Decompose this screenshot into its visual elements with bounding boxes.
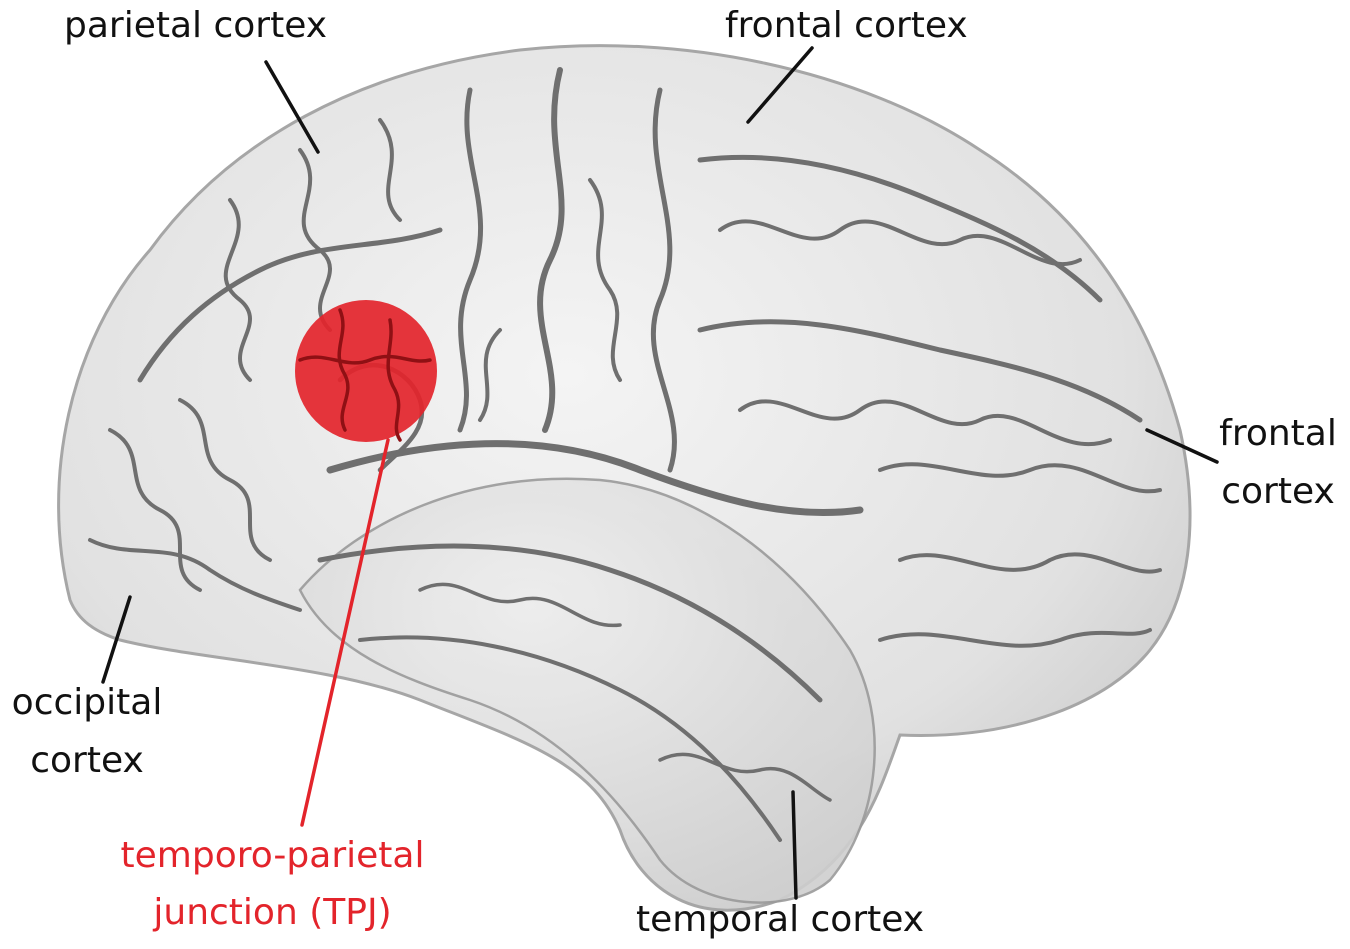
label-tpj-line1: temporo-parietal: [120, 835, 425, 876]
tpj-highlight-circle: [295, 300, 437, 442]
leader-parietal: [264, 60, 320, 154]
label-parietal-cortex: parietal cortex: [64, 5, 328, 46]
leader-frontal-top: [746, 46, 814, 124]
leader-lines: [101, 46, 1219, 900]
label-temporal-cortex: temporal cortex: [636, 899, 925, 940]
brain-outline: [57, 44, 1192, 912]
label-frontal-cortex-right-line2: cortex: [1221, 471, 1335, 512]
leader-temporal: [791, 790, 798, 900]
label-frontal-cortex-right-line1: frontal: [1219, 413, 1337, 454]
leader-frontal-right: [1145, 428, 1219, 464]
label-occipital-cortex-line1: occipital: [11, 682, 163, 723]
leader-tpj: [300, 438, 390, 827]
tpj-sulci: [298, 308, 432, 442]
leader-occipital: [101, 595, 132, 684]
label-tpj-line2: junction (TPJ): [153, 892, 392, 933]
label-occipital-cortex-line2: cortex: [30, 740, 144, 781]
sulci-pattern: [88, 67, 1162, 842]
label-frontal-cortex-top: frontal cortex: [725, 5, 968, 46]
